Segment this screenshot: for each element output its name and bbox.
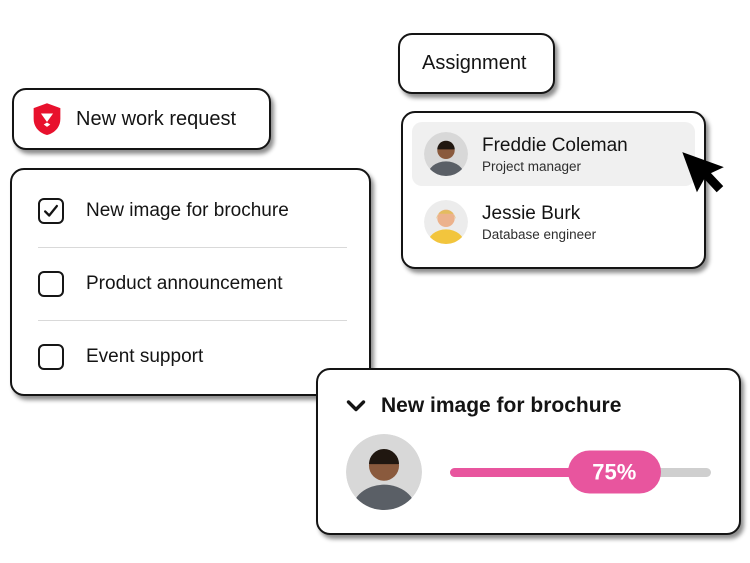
checkbox[interactable]	[38, 344, 64, 370]
new-work-request-button[interactable]: New work request	[12, 88, 271, 150]
red-shield-logo-icon	[32, 102, 62, 136]
assignee-avatar	[346, 434, 422, 510]
progress-pill[interactable]: 75%	[567, 450, 661, 494]
person-name: Freddie Coleman	[482, 134, 628, 156]
checklist-item-brochure[interactable]: New image for brochure	[12, 175, 369, 247]
checkbox[interactable]	[38, 198, 64, 224]
divider	[38, 247, 347, 248]
progress-body: 75%	[346, 434, 711, 510]
work-request-checklist: New image for brochure Product announcem…	[10, 168, 371, 396]
checklist-item-label: Product announcement	[86, 273, 283, 294]
task-progress-card: New image for brochure 75%	[316, 368, 741, 535]
checkmark-icon	[43, 204, 59, 217]
checklist-item-event[interactable]: Event support	[12, 321, 369, 393]
progress-card-title: New image for brochure	[381, 394, 622, 417]
progress-slider[interactable]: 75%	[450, 449, 711, 495]
person-row-jessie[interactable]: Jessie Burk Database engineer	[412, 190, 695, 254]
person-name: Jessie Burk	[482, 202, 581, 224]
chevron-down-icon[interactable]	[346, 399, 366, 413]
new-work-request-label: New work request	[76, 107, 237, 130]
assignment-people-card: Freddie Coleman Project manager Jessie B…	[401, 111, 706, 269]
checklist-item-announcement[interactable]: Product announcement	[12, 248, 369, 320]
assignment-title: Assignment	[422, 52, 527, 74]
avatar	[424, 132, 468, 176]
person-role: Project manager	[482, 158, 582, 174]
person-role: Database engineer	[482, 226, 597, 242]
checklist-item-label: New image for brochure	[86, 200, 289, 221]
avatar	[424, 200, 468, 244]
slider-fill	[450, 467, 646, 477]
progress-pill-label: 75%	[592, 459, 637, 484]
assignment-card: Assignment	[398, 33, 555, 94]
checklist-item-label: Event support	[86, 346, 204, 367]
divider	[38, 320, 347, 321]
progress-header: New image for brochure	[346, 394, 711, 418]
person-row-freddie[interactable]: Freddie Coleman Project manager	[412, 122, 695, 186]
checkbox[interactable]	[38, 271, 64, 297]
